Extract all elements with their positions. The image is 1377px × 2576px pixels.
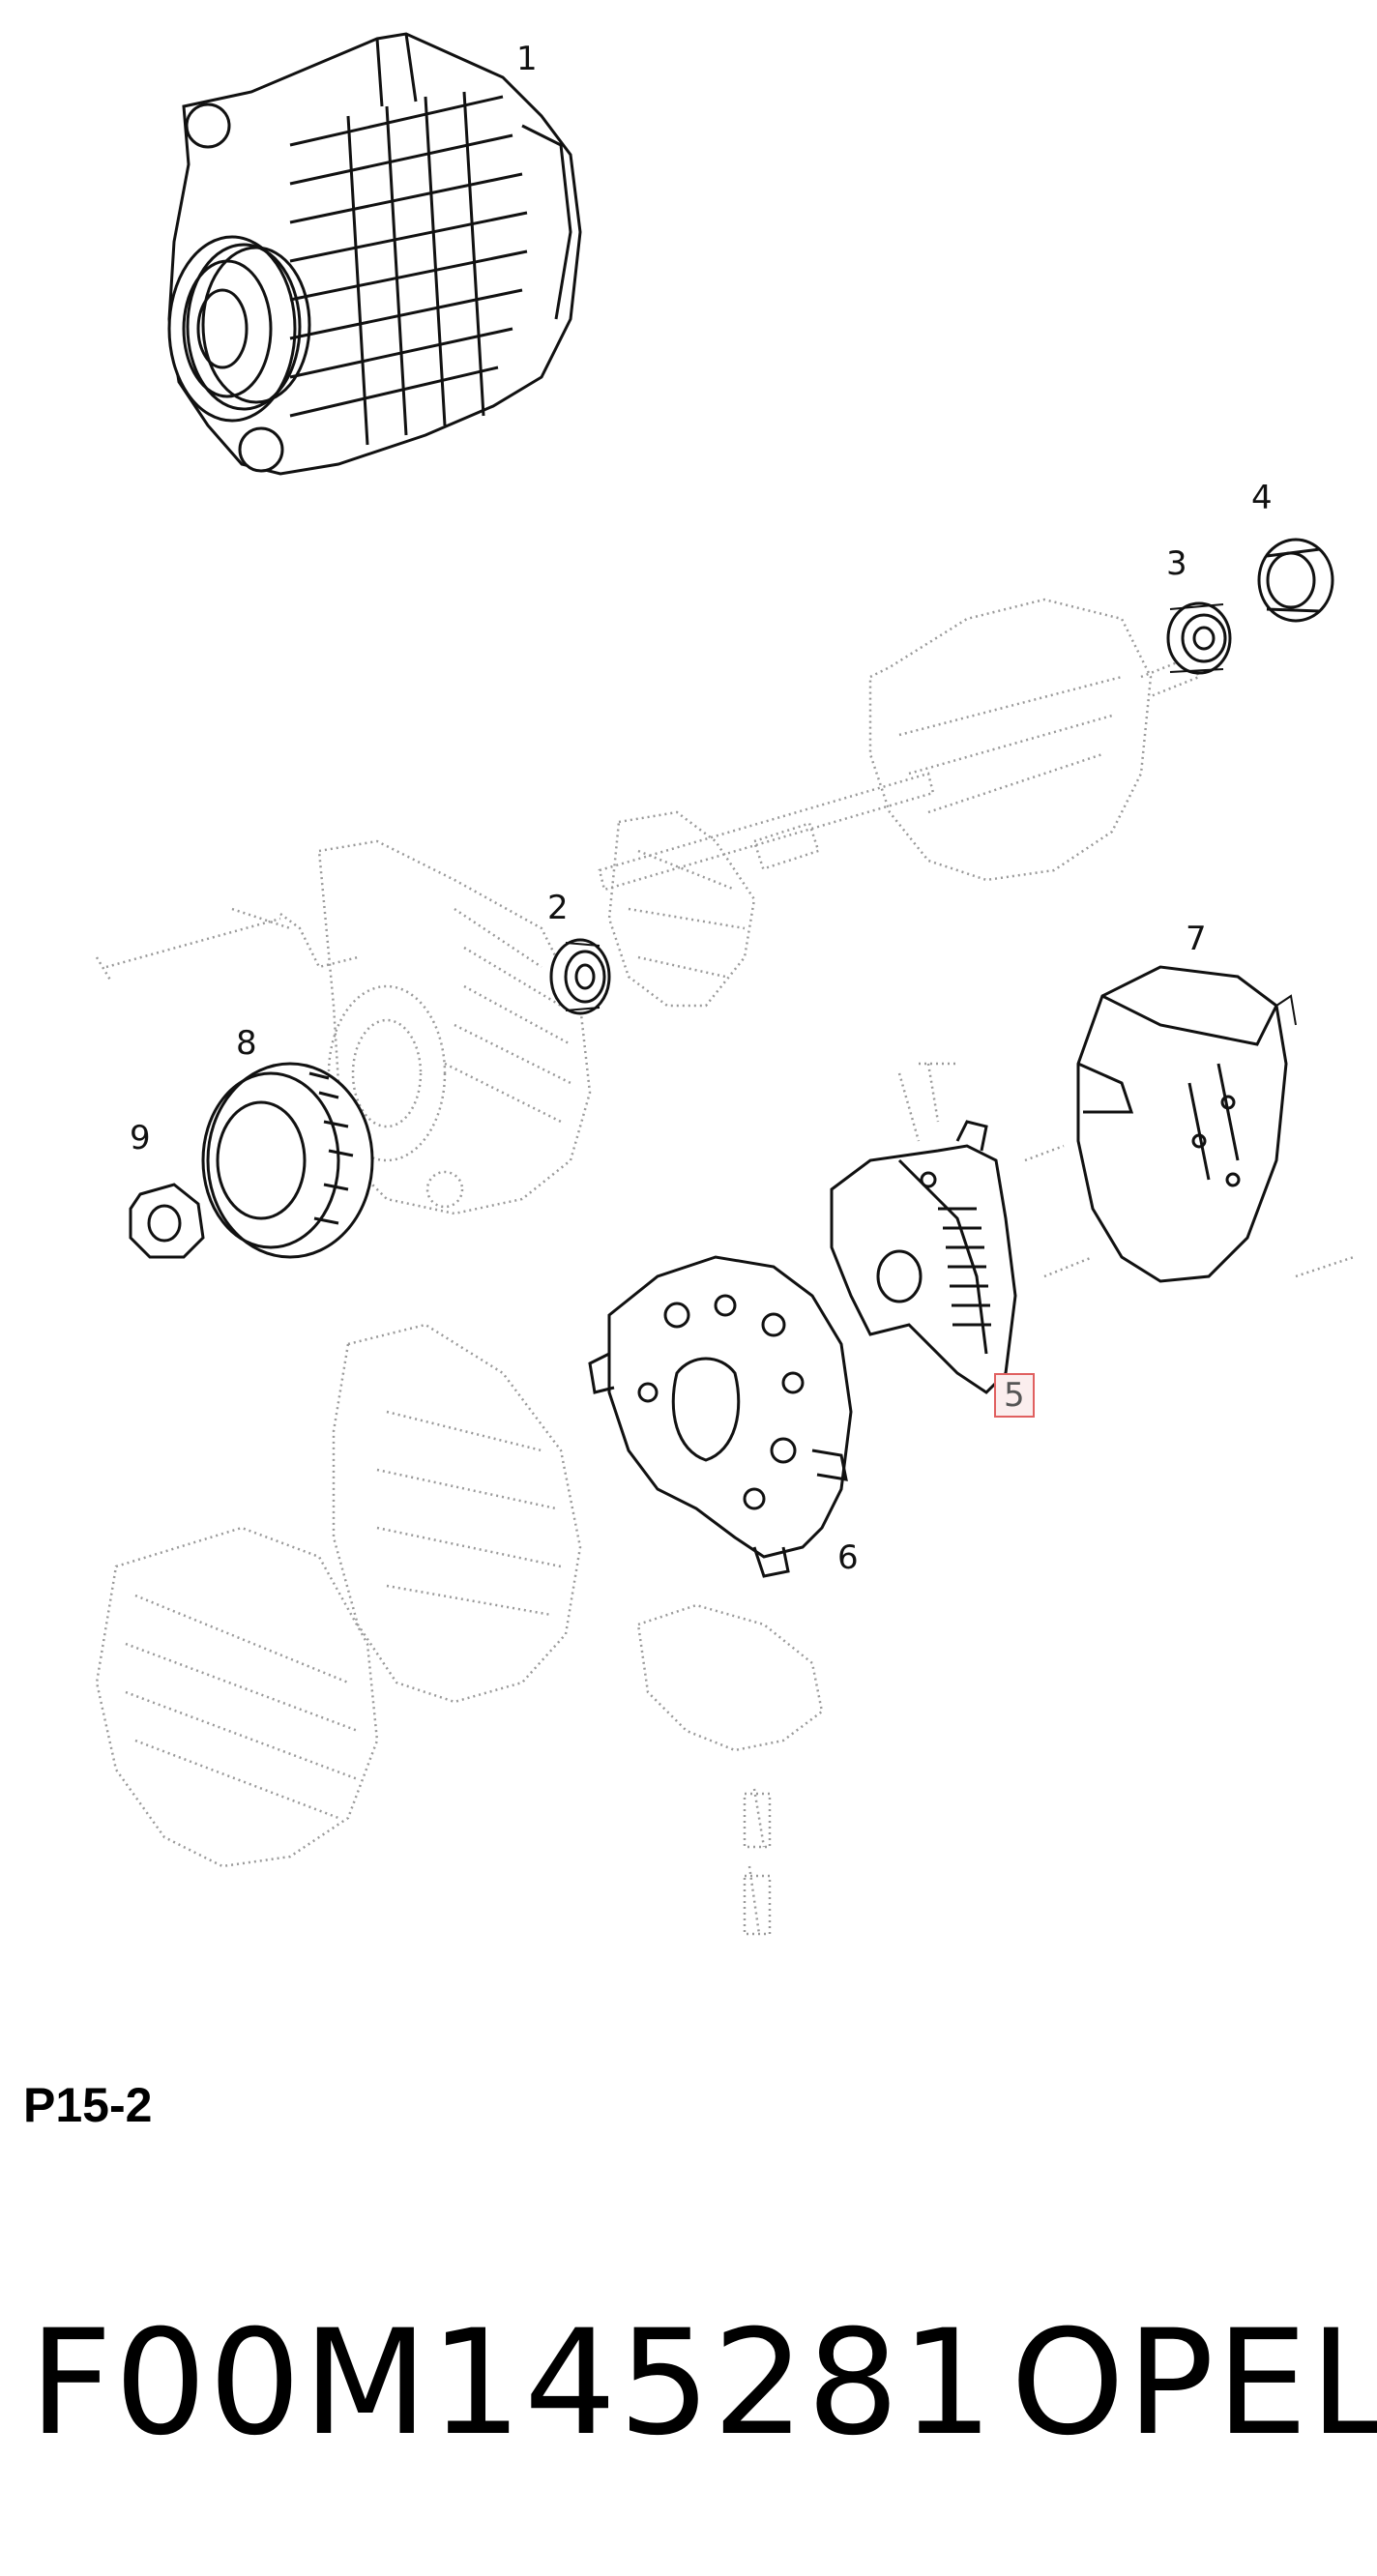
part-5-voltage-regulator <box>830 1062 1094 1394</box>
ghost-rotor-assembly <box>598 598 1201 1008</box>
callout-8: 8 <box>236 1024 257 1063</box>
exploded-alternator-diagram <box>95 32 1355 1936</box>
part-6-rectifier <box>588 1255 853 1578</box>
brand-name: OPEL <box>1011 2299 1377 2468</box>
part-9-nut <box>129 1183 205 1259</box>
callout-6: 6 <box>837 1538 859 1577</box>
part-1-alternator-assembly <box>167 32 582 476</box>
ghost-stator-housing <box>95 1323 824 1936</box>
part-number: F00M145281 <box>29 2299 996 2468</box>
callout-7: 7 <box>1186 920 1207 958</box>
callout-5-highlighted[interactable]: 5 <box>994 1373 1035 1418</box>
ghost-drive-end-housing <box>95 839 592 1215</box>
callout-1: 1 <box>516 40 538 78</box>
part-3-bearing <box>1166 601 1232 675</box>
page-code: P15-2 <box>23 2078 153 2132</box>
part-4-bearing-cap <box>1257 538 1334 623</box>
callout-9: 9 <box>130 1119 151 1157</box>
part-8-pulley <box>201 1062 374 1259</box>
callout-4: 4 <box>1251 479 1273 517</box>
part-2-bearing <box>549 938 611 1015</box>
part-7-rear-cover <box>1076 965 1355 1283</box>
callout-3: 3 <box>1166 544 1187 583</box>
leader-lines <box>231 907 921 1142</box>
callout-2: 2 <box>547 889 569 927</box>
